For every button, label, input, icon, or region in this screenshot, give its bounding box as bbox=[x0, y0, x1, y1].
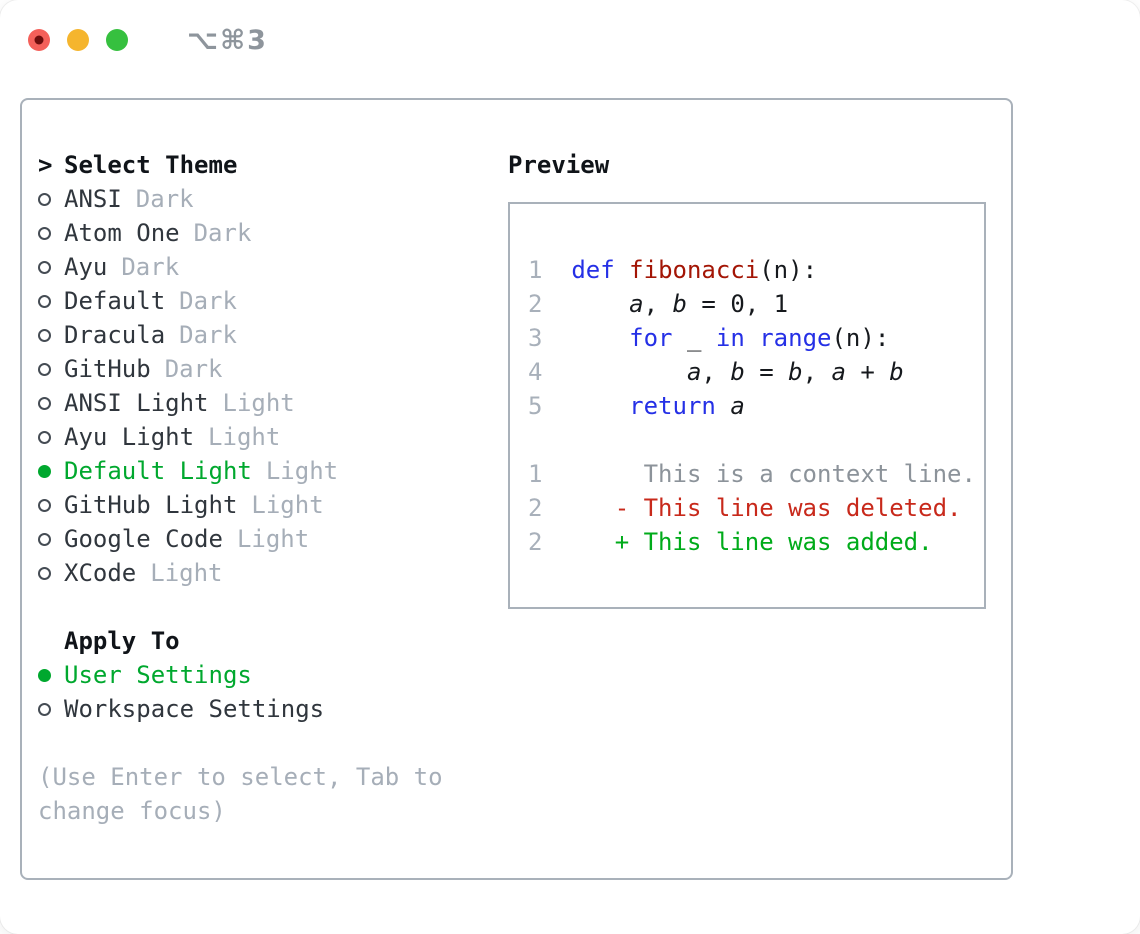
focus-chevron-icon: > bbox=[38, 151, 53, 179]
code-line: 2 + This line was added. bbox=[528, 528, 933, 556]
theme-variant-tag: Dark bbox=[121, 253, 180, 281]
titlebar: ⌥⌘3 bbox=[0, 0, 1140, 80]
apply-option-workspace-settings-label: Workspace Settings bbox=[64, 695, 325, 723]
theme-option-github-label: GitHub bbox=[64, 355, 151, 383]
theme-variant-tag: Light bbox=[236, 525, 310, 553]
close-button[interactable] bbox=[28, 29, 50, 51]
apply-option-user-settings-label: User Settings bbox=[64, 661, 252, 689]
theme-variant-tag: Light bbox=[265, 457, 339, 485]
theme-variant-tag: Light bbox=[150, 559, 223, 587]
theme-option-ansi[interactable]: ANSI Dark bbox=[38, 182, 488, 216]
theme-variant-tag: Light bbox=[208, 423, 281, 451]
radio-icon bbox=[38, 226, 51, 240]
apply-to-header: Apply To bbox=[38, 624, 488, 658]
theme-variant-tag: Light bbox=[251, 491, 324, 519]
window-title: ⌥⌘3 bbox=[187, 24, 268, 56]
theme-option-atom-one-label: Atom One bbox=[64, 219, 180, 247]
theme-option-google-code-label: Google Code bbox=[64, 525, 223, 553]
select-theme-header: > Select Theme bbox=[38, 148, 488, 182]
code-line: 2 - This line was deleted. bbox=[528, 494, 962, 522]
radio-icon bbox=[38, 702, 51, 716]
theme-option-ayu-label: Ayu bbox=[64, 253, 108, 281]
code-line: 5 return a bbox=[528, 392, 745, 420]
theme-option-github-light[interactable]: GitHub Light Light bbox=[38, 488, 488, 522]
theme-option-xcode-label: XCode bbox=[64, 559, 137, 587]
code-preview: 1 def fibonacci(n): 2 a, b = 0, 1 3 for _ … bbox=[510, 204, 984, 559]
radio-icon bbox=[38, 498, 51, 512]
code-line: 2 a, b = 0, 1 bbox=[528, 290, 789, 318]
code-line: 1 This is a context line. bbox=[528, 460, 976, 488]
theme-option-ansi-light[interactable]: ANSI Light Light bbox=[38, 386, 488, 420]
theme-option-github[interactable]: GitHub Dark bbox=[38, 352, 488, 386]
apply-option-user-settings[interactable]: User Settings bbox=[38, 658, 488, 692]
theme-option-google-code[interactable]: Google Code Light bbox=[38, 522, 488, 556]
code-line bbox=[528, 423, 984, 457]
apply-option-workspace-settings[interactable]: Workspace Settings bbox=[38, 692, 488, 726]
radio-icon bbox=[38, 396, 51, 410]
theme-option-ayu-light[interactable]: Ayu Light Light bbox=[38, 420, 488, 454]
preview-box: 1 def fibonacci(n): 2 a, b = 0, 1 3 for _ … bbox=[508, 202, 986, 609]
theme-option-ansi-label: ANSI bbox=[64, 185, 122, 213]
theme-option-default[interactable]: Default Dark bbox=[38, 284, 488, 318]
radio-icon bbox=[38, 192, 51, 206]
theme-option-ansi-light-label: ANSI Light bbox=[64, 389, 209, 417]
theme-option-ayu[interactable]: Ayu Dark bbox=[38, 250, 488, 284]
theme-option-github-light-label: GitHub Light bbox=[64, 491, 238, 519]
theme-variant-tag: Dark bbox=[179, 321, 237, 349]
code-line: 3 for _ in range(n): bbox=[528, 324, 890, 352]
radio-icon bbox=[38, 328, 51, 342]
theme-variant-tag: Dark bbox=[164, 355, 223, 383]
theme-option-default-light[interactable]: Default Light Light bbox=[38, 454, 488, 488]
select-theme-header-label: Select Theme bbox=[64, 151, 238, 179]
keyboard-hint-line: change focus) bbox=[38, 797, 226, 825]
zoom-button[interactable] bbox=[106, 29, 128, 51]
preview-title: Preview bbox=[508, 151, 610, 179]
radio-icon bbox=[38, 566, 51, 580]
theme-option-dracula[interactable]: Dracula Dark bbox=[38, 318, 488, 352]
radio-icon bbox=[38, 260, 51, 274]
keyboard-hint-line: (Use Enter to select, Tab to bbox=[38, 763, 443, 791]
apply-to-header-label: Apply To bbox=[64, 627, 180, 655]
radio-icon bbox=[38, 532, 51, 546]
minimize-button[interactable] bbox=[67, 29, 89, 51]
code-line: 4 a, b = b, a + b bbox=[528, 358, 904, 386]
code-line: 1 def fibonacci(n): bbox=[528, 256, 818, 284]
theme-variant-tag: Dark bbox=[193, 219, 252, 247]
theme-option-dracula-label: Dracula bbox=[64, 321, 166, 349]
radio-selected-icon bbox=[38, 464, 51, 478]
theme-variant-tag: Light bbox=[222, 389, 295, 417]
theme-variant-tag: Dark bbox=[135, 185, 194, 213]
keyboard-hint: (Use Enter to select, Tab to change focus… bbox=[38, 760, 488, 828]
theme-option-xcode[interactable]: XCode Light bbox=[38, 556, 488, 590]
theme-option-ayu-light-label: Ayu Light bbox=[64, 423, 195, 451]
close-dot-icon bbox=[34, 35, 44, 45]
radio-icon bbox=[38, 294, 51, 308]
theme-option-atom-one[interactable]: Atom One Dark bbox=[38, 216, 488, 250]
radio-icon bbox=[38, 430, 51, 444]
radio-icon bbox=[38, 362, 51, 376]
theme-variant-tag: Dark bbox=[179, 287, 237, 315]
theme-option-default-light-label: Default Light bbox=[64, 457, 252, 485]
radio-selected-icon bbox=[38, 668, 51, 682]
theme-option-default-label: Default bbox=[64, 287, 166, 315]
